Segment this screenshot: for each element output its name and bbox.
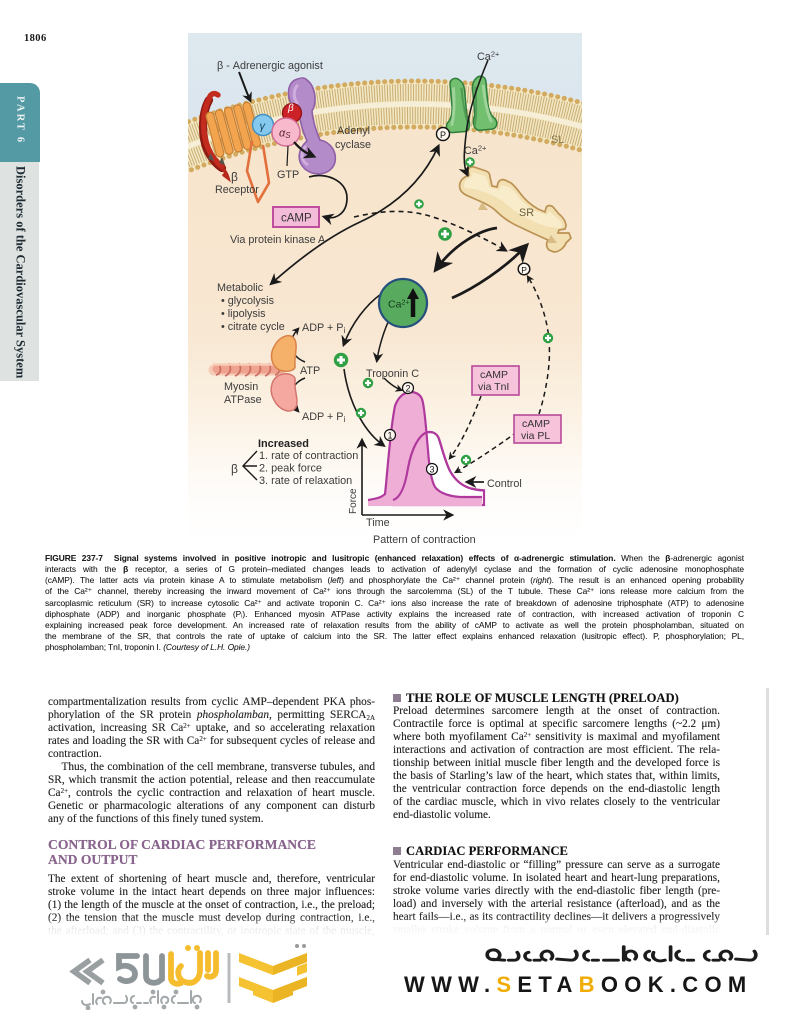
svg-text:cAMP: cAMP: [480, 369, 508, 381]
svg-text:via TnI: via TnI: [478, 381, 509, 393]
svg-text:3. rate of relaxation: 3. rate of relaxation: [259, 475, 352, 487]
svg-text:Force: Force: [348, 488, 359, 514]
svg-text:ATP: ATP: [300, 365, 320, 377]
svg-text:via PL: via PL: [521, 430, 550, 442]
svg-text:Receptor: Receptor: [215, 184, 259, 196]
svg-text:Troponin C: Troponin C: [366, 368, 419, 380]
svg-text:P: P: [521, 265, 527, 275]
svg-text:P: P: [440, 130, 446, 140]
svg-text:Adenyl: Adenyl: [337, 125, 370, 137]
svg-text:SL: SL: [551, 134, 564, 146]
svg-text:Metabolic: Metabolic: [217, 282, 264, 294]
svg-text:• citrate cycle: • citrate cycle: [221, 321, 285, 333]
svg-text:Increased: Increased: [258, 438, 309, 450]
svg-text:ATPase: ATPase: [224, 394, 262, 406]
svg-text:SR: SR: [519, 207, 534, 219]
svg-text:GTP: GTP: [277, 169, 299, 181]
svg-text:• glycolysis: • glycolysis: [221, 295, 275, 307]
svg-text:β: β: [231, 170, 238, 184]
svg-text:1. rate of contraction: 1. rate of contraction: [259, 450, 358, 462]
svg-text:2. peak force: 2. peak force: [259, 463, 322, 475]
svg-text:ADP + Pi: ADP + Pi: [302, 322, 346, 335]
svg-text:1: 1: [388, 431, 393, 441]
svg-text:β - Adrenergic agonist: β - Adrenergic agonist: [217, 60, 323, 72]
svg-text:3: 3: [430, 465, 435, 475]
svg-text:cAMP: cAMP: [522, 418, 550, 430]
svg-text:cyclase: cyclase: [335, 139, 371, 151]
svg-text:Time: Time: [366, 517, 390, 529]
svg-text:• lipolysis: • lipolysis: [221, 308, 266, 320]
svg-text:Via protein kinase A: Via protein kinase A: [230, 234, 326, 246]
svg-text:αS: αS: [279, 128, 291, 141]
svg-text:ADP + Pi: ADP + Pi: [302, 411, 346, 424]
svg-text:cAMP: cAMP: [281, 213, 312, 225]
svg-text:β: β: [231, 462, 238, 476]
svg-text:β: β: [287, 103, 294, 114]
svg-text:2: 2: [406, 384, 411, 394]
svg-text:γ: γ: [260, 121, 267, 133]
svg-text:Pattern of contraction: Pattern of contraction: [373, 534, 476, 546]
svg-text:Myosin: Myosin: [224, 381, 258, 393]
svg-text:Control: Control: [487, 478, 522, 490]
